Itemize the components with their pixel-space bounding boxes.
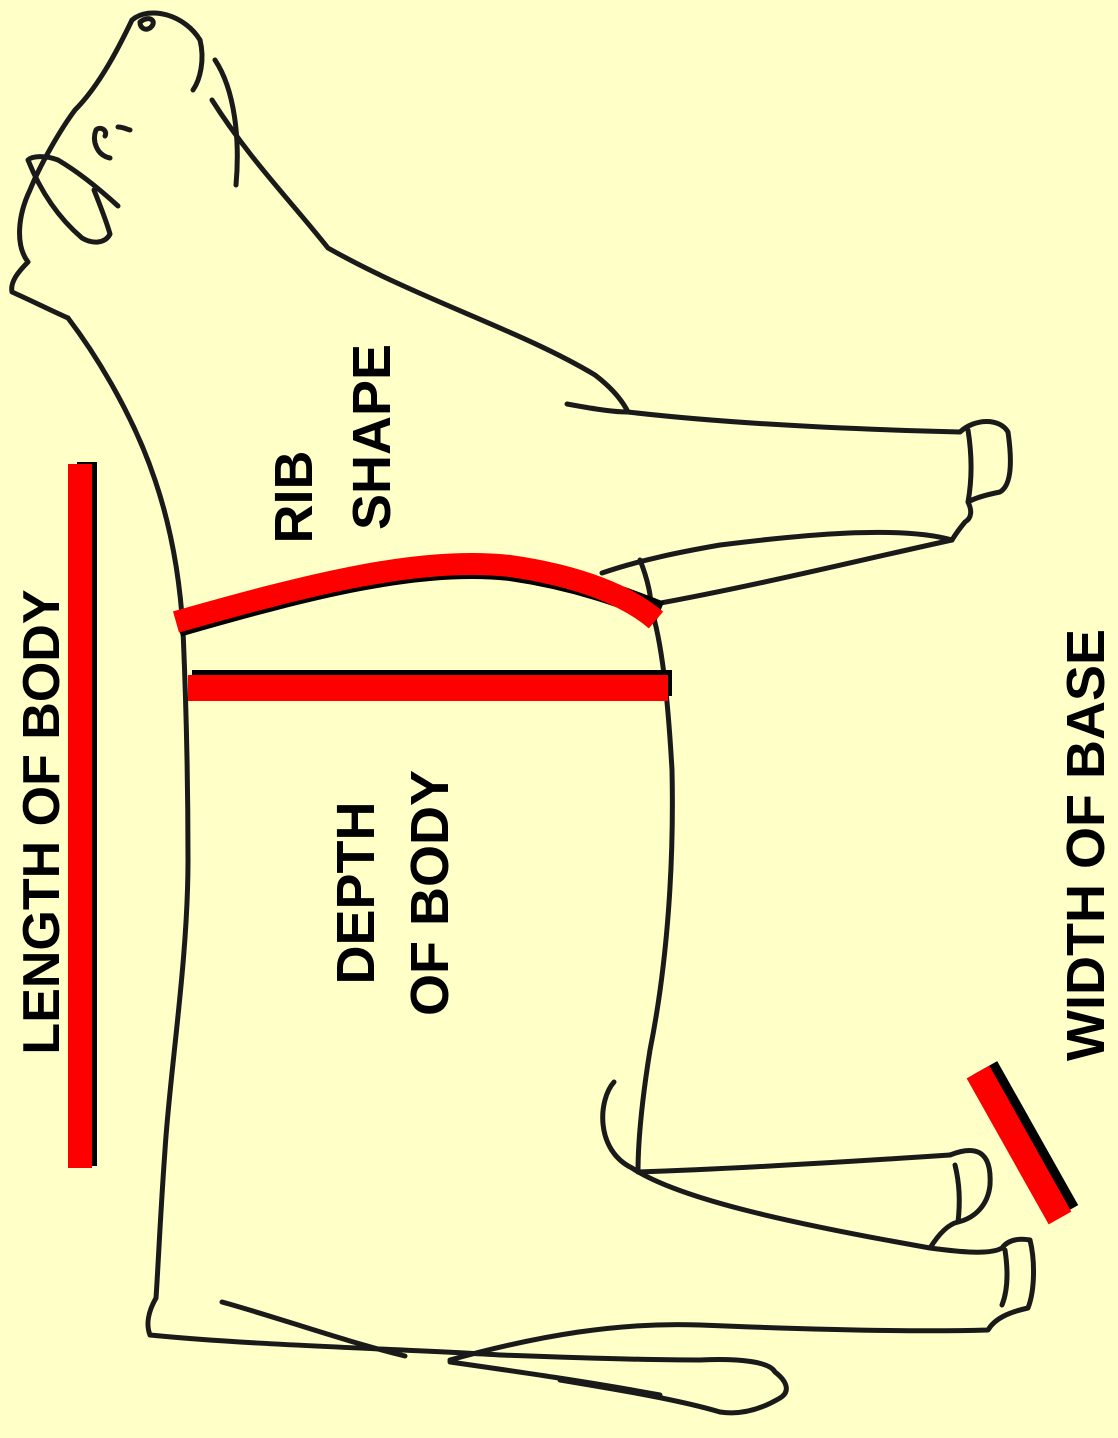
nostril-mark <box>140 19 153 30</box>
rear-leg <box>450 1168 1034 1360</box>
label-depth: DEPTH <box>329 743 383 1043</box>
hind-hoof <box>450 1362 720 1412</box>
measure-length-of-body <box>68 462 97 1168</box>
rear-hoof-split <box>955 1165 959 1222</box>
rear-hoof-2-split <box>1002 1250 1007 1305</box>
hind-leg <box>150 1335 786 1413</box>
calf-outline <box>12 13 1034 1413</box>
measure-width-of-base <box>978 1068 1066 1218</box>
label-length-of-body: LENGTH OF BODY <box>16 522 68 1122</box>
brisket-line <box>567 404 628 412</box>
length-bar <box>68 464 92 1168</box>
eye-mark <box>95 127 130 158</box>
label-of-body: OF BODY <box>403 713 457 1073</box>
neck-underline <box>212 100 628 412</box>
rib-arc <box>176 564 656 622</box>
measure-rib-shape <box>176 564 660 626</box>
mouth-line <box>193 40 202 90</box>
base-bar <box>978 1072 1060 1218</box>
measure-depth-of-body <box>188 670 672 701</box>
front-hoof-split <box>968 430 971 502</box>
label-shape: SHAPE <box>345 317 399 557</box>
head-outline <box>12 13 200 318</box>
depth-bar <box>188 675 668 701</box>
label-rib: RIB <box>267 427 321 567</box>
flank-line <box>638 1155 950 1172</box>
tail-line <box>603 1082 632 1168</box>
label-width-of-base: WIDTH OF BASE <box>1059 565 1113 1125</box>
front-leg <box>628 412 1010 605</box>
